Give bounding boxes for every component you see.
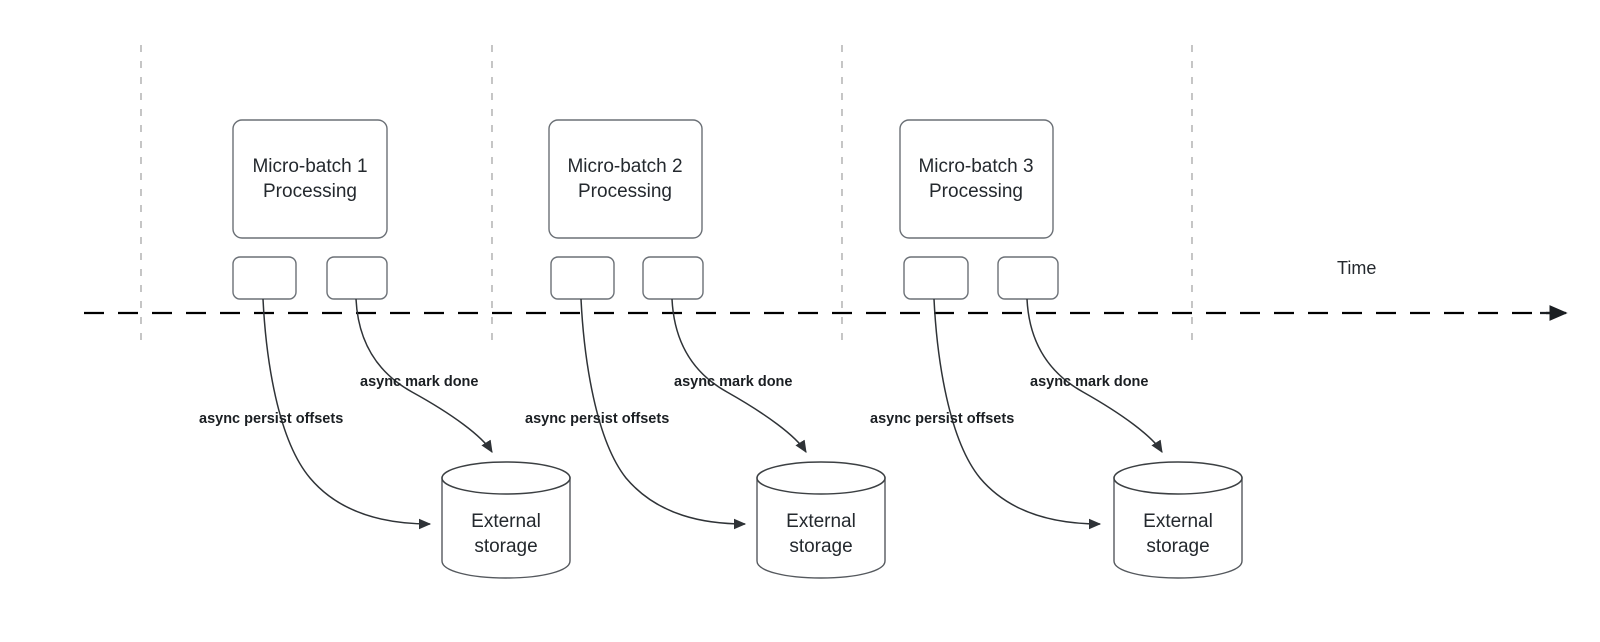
external-storage-3-body	[1113, 477, 1243, 579]
external-storage-3-label-line2: storage	[1146, 536, 1209, 557]
time-axis-label: Time	[1337, 258, 1376, 278]
async-persist-offsets-label-1: async persist offsets	[199, 411, 343, 427]
micro-batch-2-task-box-2[interactable]	[642, 256, 704, 300]
async-mark-done-edge-1	[355, 298, 493, 453]
micro-batch-1-task-box-1[interactable]	[232, 256, 297, 300]
external-storage-2-label-line1: External	[786, 511, 856, 532]
async-mark-done-edge-3	[1026, 298, 1163, 453]
external-storage-1-label-line1: External	[471, 511, 541, 532]
batch-group-3: Micro-batch 3 Processing async persist o…	[870, 119, 1243, 579]
batch-boundaries	[140, 45, 1193, 342]
micro-batch-1-label-line2: Processing	[263, 181, 357, 202]
external-storage-2-body	[756, 477, 886, 579]
async-persist-offsets-edge-3	[933, 298, 1102, 530]
async-mark-done-edge-2	[671, 298, 807, 453]
micro-batch-3-label-line2: Processing	[929, 181, 1023, 202]
async-mark-done-label-1: async mark done	[360, 374, 478, 390]
micro-batch-3-task-box-2[interactable]	[997, 256, 1059, 300]
async-persist-offsets-edge-1	[262, 298, 432, 530]
external-storage-2[interactable]: External storage	[756, 461, 886, 579]
micro-batch-3-processing-box[interactable]	[899, 119, 1054, 239]
async-mark-done-label-2: async mark done	[674, 374, 792, 390]
external-storage-1-body	[441, 477, 571, 579]
external-storage-3[interactable]: External storage	[1113, 461, 1243, 579]
external-storage-2-label-line2: storage	[789, 536, 852, 557]
external-storage-1-label-line2: storage	[474, 536, 537, 557]
micro-batch-1-label-line1: Micro-batch 1	[252, 156, 367, 177]
time-axis: Time	[84, 258, 1568, 321]
async-mark-done-label-3: async mark done	[1030, 374, 1148, 390]
external-storage-1-top	[441, 461, 571, 495]
async-persist-offsets-label-2: async persist offsets	[525, 411, 669, 427]
external-storage-1[interactable]: External storage	[441, 461, 571, 579]
micro-batch-2-task-box-1[interactable]	[550, 256, 615, 300]
micro-batch-2-label-line1: Micro-batch 2	[567, 156, 682, 177]
micro-batch-3-task-box-1[interactable]	[903, 256, 969, 300]
batch-group-2: Micro-batch 2 Processing async persist o…	[525, 119, 886, 579]
micro-batch-3-label-line1: Micro-batch 3	[918, 156, 1033, 177]
async-persist-offsets-label-3: async persist offsets	[870, 411, 1014, 427]
micro-batch-2-processing-box[interactable]	[548, 119, 703, 239]
micro-batch-1-task-box-2[interactable]	[326, 256, 388, 300]
async-persist-offsets-edge-2	[580, 298, 747, 530]
external-storage-3-label-line1: External	[1143, 511, 1213, 532]
external-storage-3-top	[1113, 461, 1243, 495]
batch-group-1: Micro-batch 1 Processing async persist o…	[199, 119, 571, 579]
micro-batch-1-processing-box[interactable]	[232, 119, 388, 239]
micro-batch-2-label-line2: Processing	[578, 181, 672, 202]
external-storage-2-top	[756, 461, 886, 495]
